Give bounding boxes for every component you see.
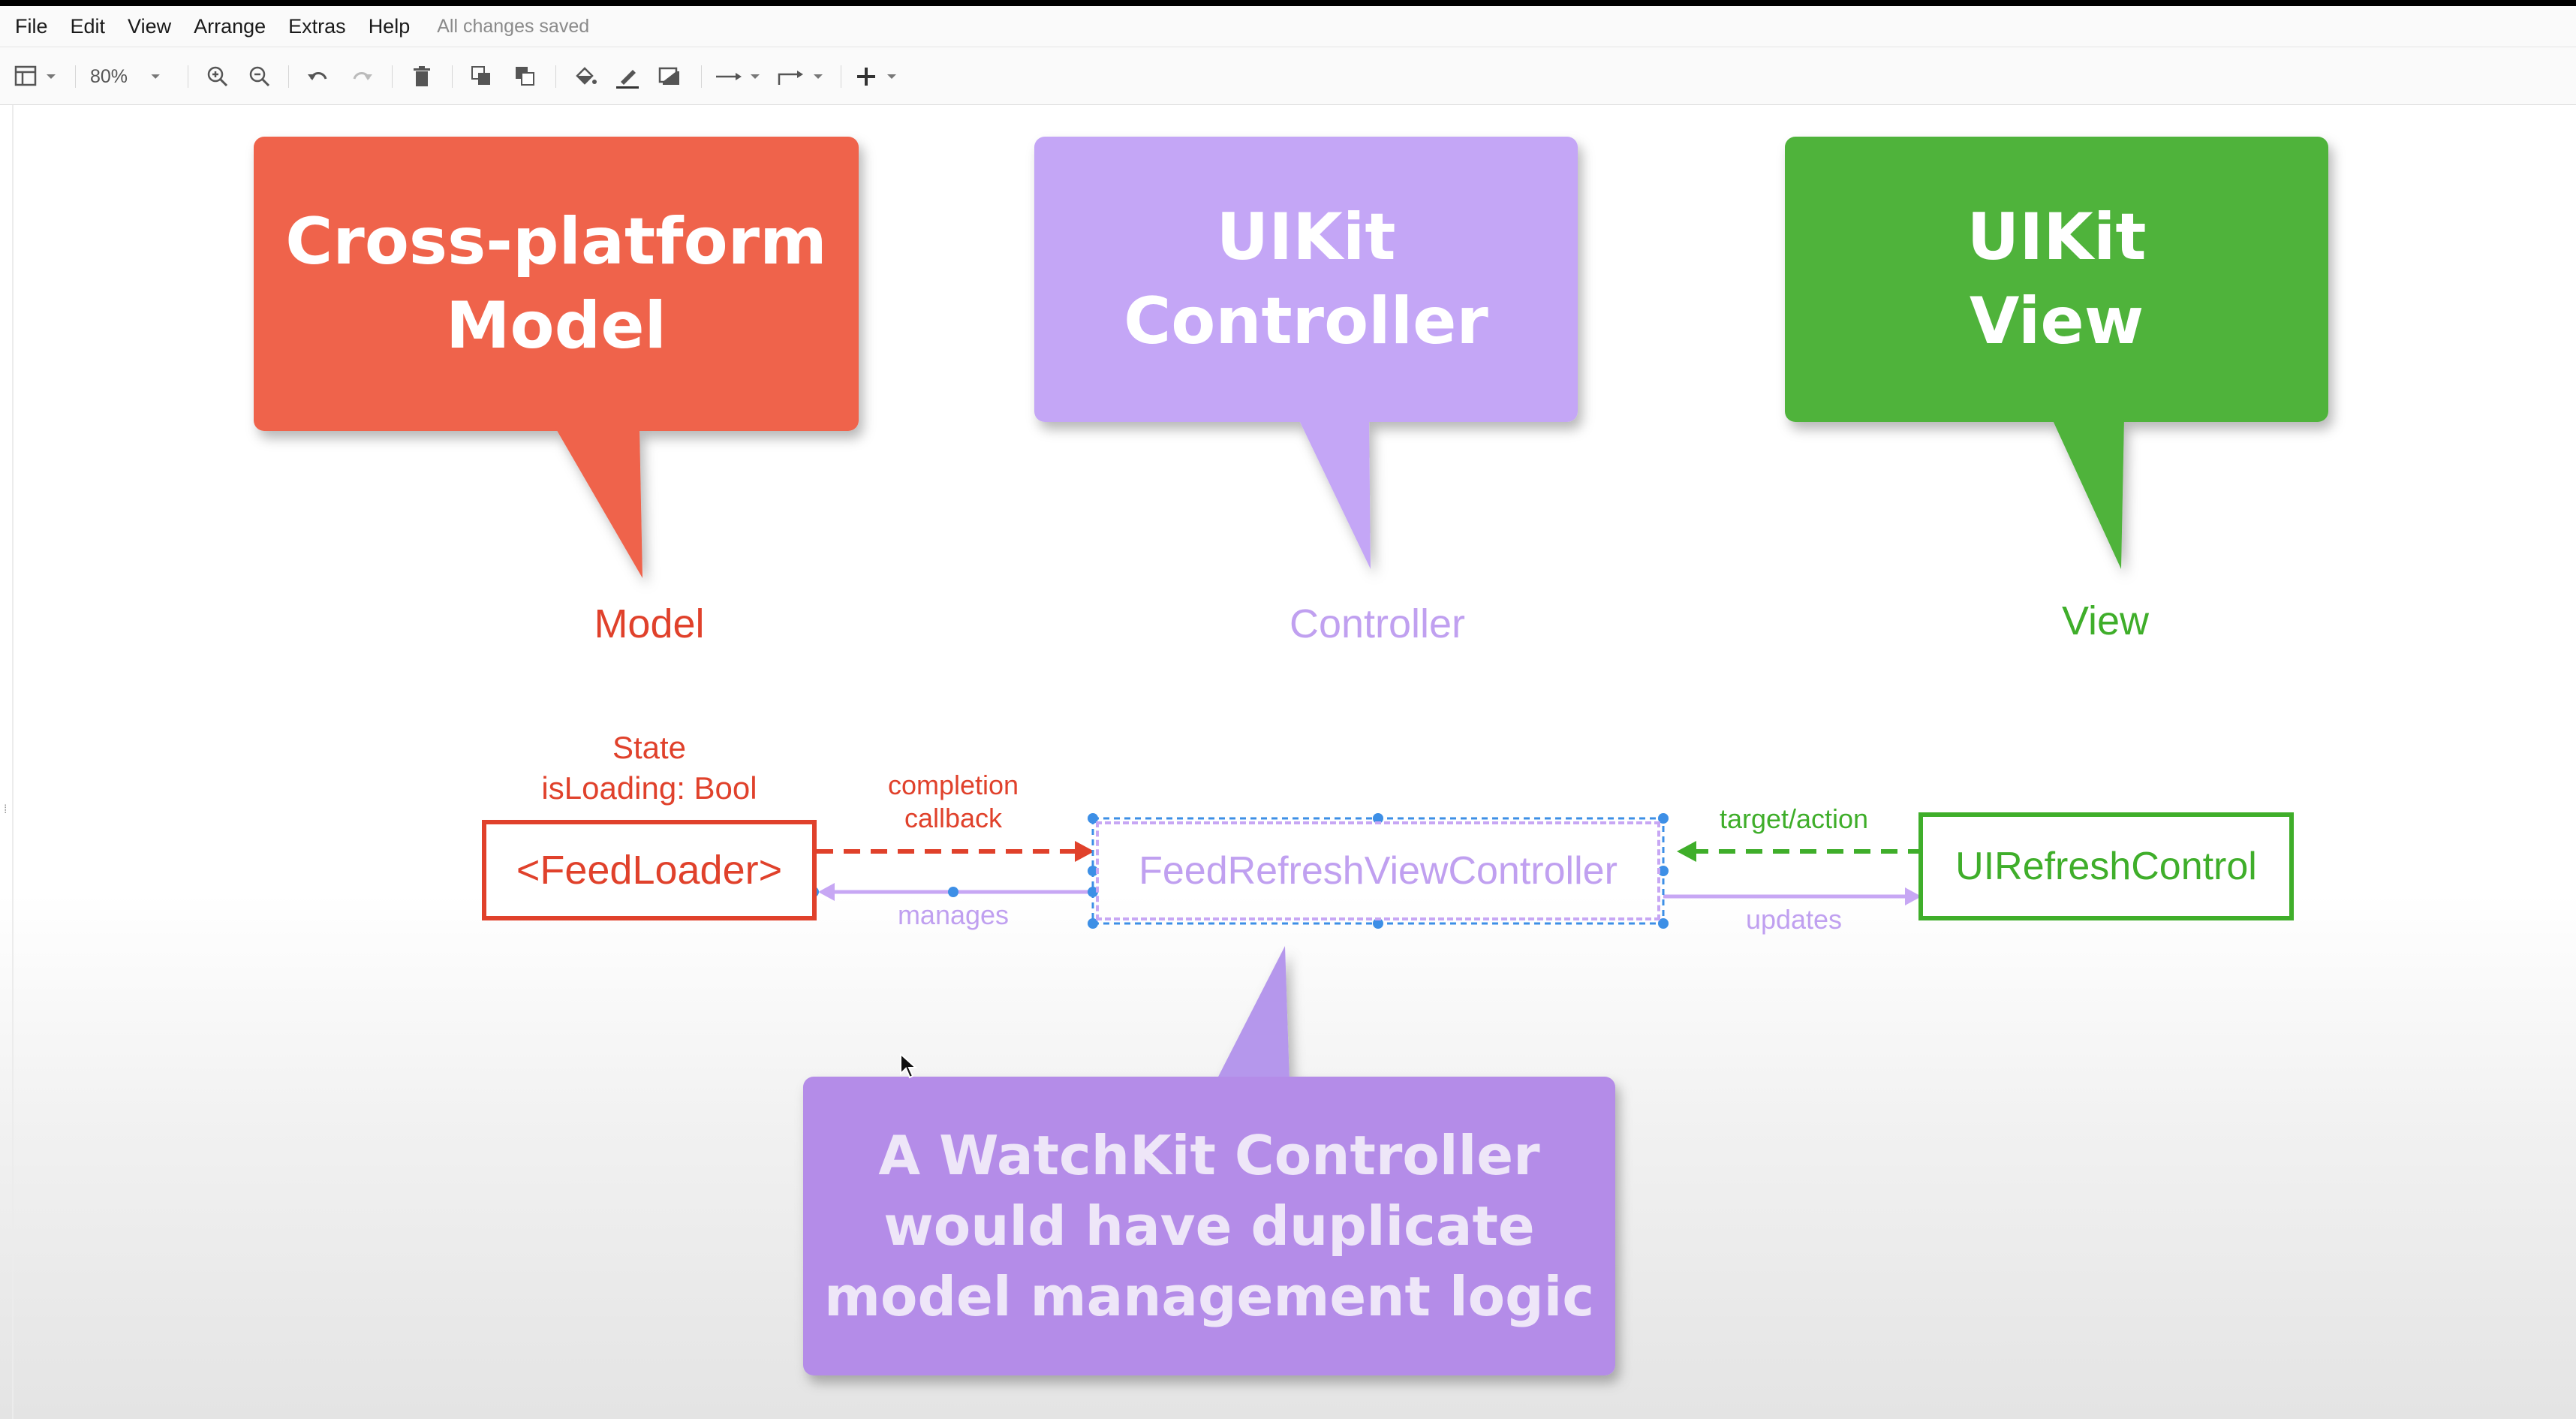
layer-label-model: Model [594,601,705,646]
delete-icon[interactable] [407,62,437,91]
callout-view-shape[interactable] [1785,137,2328,569]
edge-label-completion: completion callback [887,770,1019,833]
callout-controller-text: UIKit Controller [1124,200,1488,359]
state-title: State [612,730,687,765]
undo-icon[interactable] [303,62,333,91]
connection-icon[interactable] [713,62,766,91]
state-property: isLoading: Bool [541,770,757,806]
toolbar-separator [452,65,453,88]
shadow-icon[interactable] [655,62,685,91]
zoom-out-icon[interactable] [245,62,275,91]
menu-edit[interactable]: Edit [70,14,106,38]
layer-label-view: View [2061,598,2150,643]
zoom-level: 80% [90,65,128,87]
edge-target-action[interactable] [1677,841,1921,862]
menu-arrange[interactable]: Arrange [194,14,266,38]
zoom-in-icon[interactable] [203,62,233,91]
top-strip [0,0,2576,6]
to-back-icon[interactable] [510,62,540,91]
callout-controller-shape[interactable] [1034,137,1578,569]
canvas-left-rule [12,105,14,1419]
callout-watchkit-text: A WatchKit Controller would have duplica… [823,1124,1595,1328]
menu-view[interactable]: View [128,14,172,38]
layer-label-controller: Controller [1289,601,1466,646]
menu-file[interactable]: File [15,14,48,38]
toolbar: 80% [0,47,2576,105]
callout-watchkit-shape[interactable] [803,946,1615,1375]
waypoints-icon[interactable] [776,62,829,91]
panel-resize-grip[interactable]: ⁞ [4,803,8,816]
toolbar-separator [701,65,702,88]
toolbar-separator [288,65,289,88]
callout-model-text: Cross-platform Model [285,204,827,363]
node-feed-refresh-view-controller[interactable]: FeedRefreshViewController [1096,821,1660,920]
node-feed-loader[interactable]: <FeedLoader> [482,820,817,920]
fill-color-icon[interactable] [570,62,600,91]
node-ui-refresh-control[interactable]: UIRefreshControl [1918,812,2294,920]
insert-icon[interactable] [854,62,907,91]
edge-label-updates: updates [1745,904,1843,935]
toolbar-separator [75,65,76,88]
edge-label-manages: manages [897,899,1010,930]
edge-updates[interactable] [1663,887,1921,905]
callout-model-shape[interactable] [254,137,859,578]
edge-label-target-action: target/action [1719,803,1869,834]
edge-completion[interactable] [817,841,1094,862]
menu-help[interactable]: Help [368,14,411,38]
to-front-icon[interactable] [467,62,497,91]
zoom-dropdown[interactable]: 80% [90,62,173,91]
toolbar-separator [555,65,556,88]
edge-manages[interactable] [818,883,1093,901]
redo-icon[interactable] [347,62,377,91]
menu-bar: File Edit View Arrange Extras Help All c… [0,6,2576,47]
line-color-icon[interactable] [612,62,642,91]
toolbar-separator [392,65,393,88]
callout-view-text: UIKit View [1967,200,2147,359]
menu-extras[interactable]: Extras [288,14,346,38]
selection-handles[interactable] [808,813,1669,929]
format-panel-icon[interactable] [12,62,60,91]
save-status: All changes saved [437,15,590,37]
mouse-cursor-icon [900,1053,918,1079]
